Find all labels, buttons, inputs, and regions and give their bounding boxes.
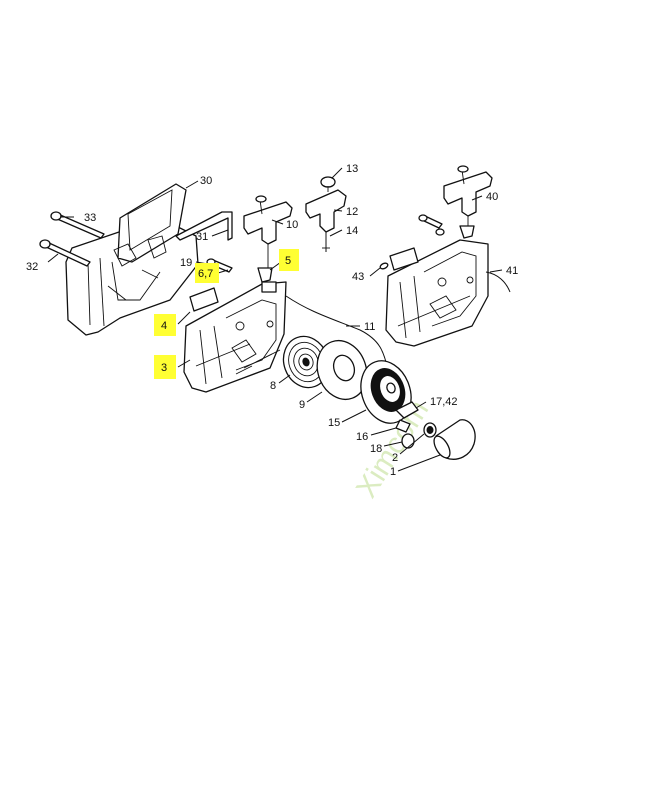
label-40[interactable]: 40 [486,191,498,203]
cover-housing-drawing [65,183,199,336]
part-labels: 30 33 31 32 19 6,7 10 5 4 3 8 9 11 13 12… [26,163,518,478]
label-32[interactable]: 32 [26,261,38,273]
washer-2-drawing [423,422,437,438]
bolt-33-drawing [50,211,105,239]
label-10[interactable]: 10 [286,219,298,231]
highlight-3 [154,355,176,379]
rewind-spring-8-drawing [282,335,330,389]
grip-12-drawing [305,176,347,252]
label-13[interactable]: 13 [346,163,358,175]
label-33[interactable]: 33 [84,212,96,224]
label-5[interactable]: 5 [285,255,291,267]
label-30[interactable]: 30 [200,175,212,187]
label-4[interactable]: 4 [161,320,167,332]
part-43-drawing [379,262,389,270]
label-15[interactable]: 15 [328,417,340,429]
label-12[interactable]: 12 [346,206,358,218]
label-18[interactable]: 18 [370,443,382,455]
rope-rotor-15-drawing [360,360,412,424]
label-2[interactable]: 2 [392,452,398,464]
bolt-32-drawing [39,239,91,267]
label-41[interactable]: 41 [506,265,518,277]
label-43[interactable]: 43 [352,271,364,283]
bolt-right-drawing [418,214,445,236]
spring-housing-9-drawing [316,339,368,401]
starter-housing-drawing [183,281,287,393]
label-19[interactable]: 19 [180,257,192,269]
grip-40-drawing [443,165,493,239]
right-starter-housing-drawing [385,239,511,347]
label-11[interactable]: 11 [364,321,375,333]
label-16[interactable]: 16 [356,431,368,443]
starter-rope-drawing [285,295,389,371]
label-14[interactable]: 14 [346,225,358,237]
label-9[interactable]: 9 [299,399,305,411]
leader-lines [47,167,503,472]
pawl-drawing [395,401,419,433]
highlight-4 [154,314,176,336]
label-1[interactable]: 1 [390,466,396,478]
allen-key-31-drawing [175,211,233,241]
label-8[interactable]: 8 [270,380,276,392]
highlight-6-7 [195,263,219,283]
nut-18-drawing [401,433,415,449]
highlight-boxes [154,249,299,379]
fan-nut-1-drawing [433,419,476,460]
label-6-7[interactable]: 6,7 [198,268,213,280]
label-31[interactable]: 31 [196,231,208,243]
label-3[interactable]: 3 [161,362,167,374]
label-17-42[interactable]: 17,42 [430,396,458,408]
grip-10-drawing [243,195,293,293]
highlight-5 [279,249,299,271]
